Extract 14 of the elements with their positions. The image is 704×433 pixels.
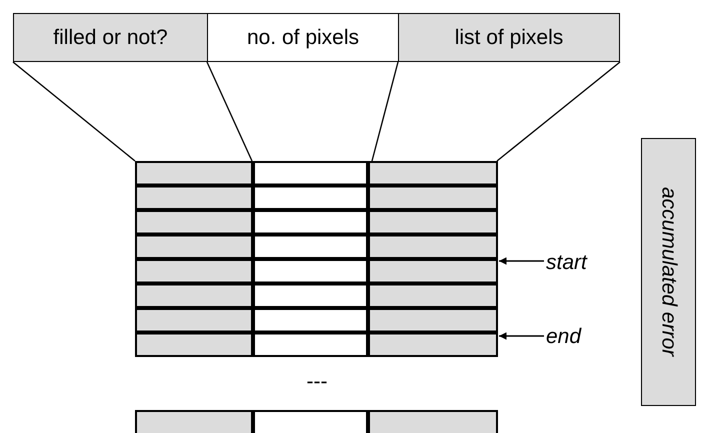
- side-note-box: [641, 138, 696, 406]
- field-label: filled or not?: [53, 26, 168, 50]
- side-note-text: accumulated error: [656, 187, 680, 357]
- pointer-label: end: [546, 324, 606, 350]
- field-header-box: [207, 13, 399, 62]
- arrow: [499, 257, 544, 265]
- field-header-box: [398, 13, 620, 62]
- ellipsis-label: ---: [306, 370, 328, 394]
- pointer-label: start: [546, 250, 626, 276]
- arrow: [499, 332, 544, 340]
- field-label: no. of pixels: [246, 26, 360, 50]
- record-table-drawing: [135, 161, 498, 357]
- field-label: list of pixels: [454, 26, 564, 50]
- field-header-box: [13, 13, 208, 62]
